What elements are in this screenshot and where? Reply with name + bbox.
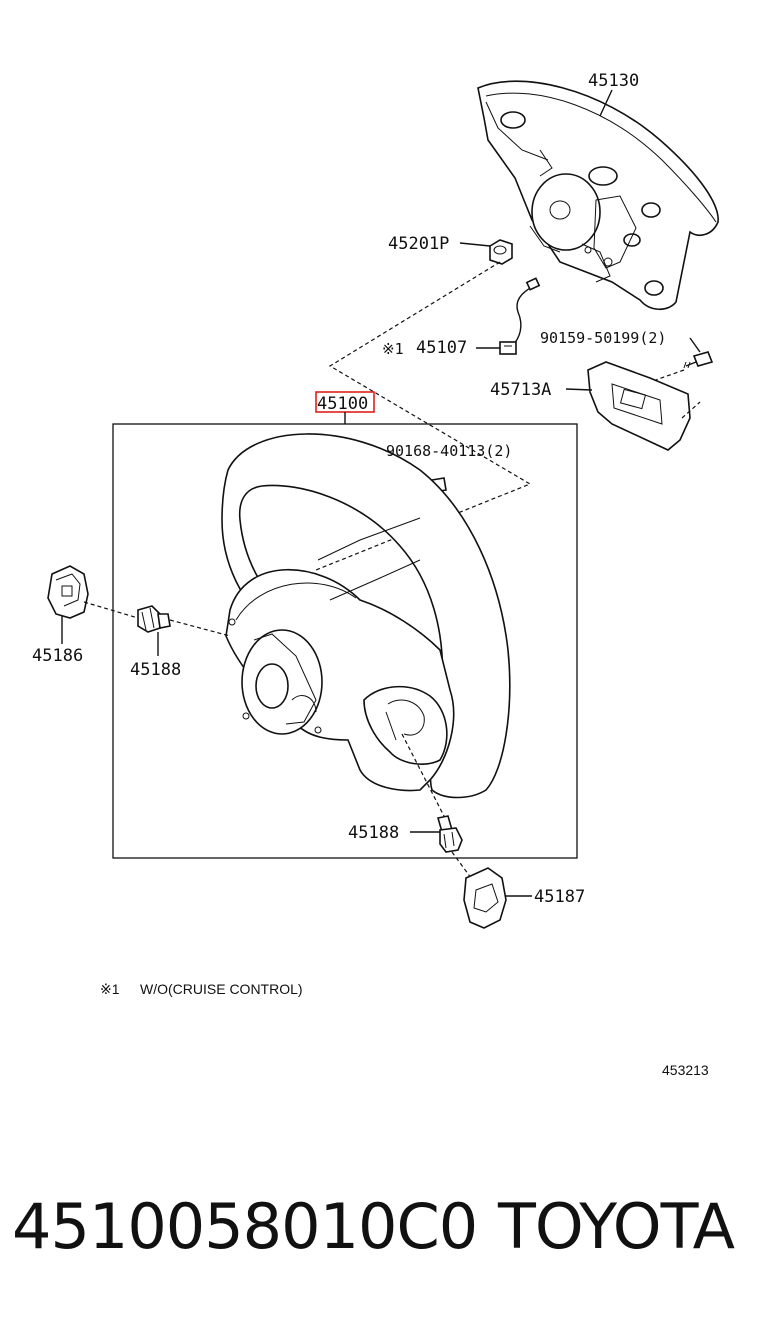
screw-90159-drawing (683, 351, 714, 369)
cover-45713a-drawing (587, 361, 701, 451)
nut-45201p-drawing (489, 239, 513, 265)
label-45187[interactable]: 45187 (534, 887, 585, 907)
leader-45713a (565, 388, 593, 391)
note-mark-45107: ※1 (382, 340, 404, 358)
steering-wheel-group-frame (112, 423, 578, 859)
footer-brand: TOYOTA (498, 1190, 735, 1263)
cover-45187-drawing (463, 867, 507, 929)
label-45188-left[interactable]: 45188 (130, 660, 181, 680)
label-45107[interactable]: 45107 (416, 338, 467, 358)
label-45188-bottom[interactable]: 45188 (348, 823, 399, 843)
label-45713a[interactable]: 45713A (490, 380, 551, 400)
footer-bar: 4510058010C0 TOYOTA (0, 1190, 760, 1290)
label-45186[interactable]: 45186 (32, 646, 83, 666)
wire-harness-45107-drawing (499, 277, 541, 355)
cover-45186-drawing (47, 565, 89, 619)
steering-wheel-drawing (221, 433, 511, 799)
footnote-text: W/O(CRUISE CONTROL) (140, 981, 303, 997)
airbag-assembly-drawing (477, 80, 719, 311)
label-90168[interactable]: 90168-40113(2) (386, 442, 512, 460)
label-45100[interactable]: 45100 (317, 394, 368, 414)
label-45201p[interactable]: 45201P (388, 234, 449, 254)
label-90159[interactable]: 90159-50199(2) (540, 329, 666, 347)
leader-90159 (689, 337, 701, 353)
figure-number: 453213 (662, 1062, 709, 1078)
footer-part-number: 4510058010C0 (12, 1190, 478, 1263)
dashed-lower-plug (401, 733, 447, 821)
label-45130[interactable]: 45130 (588, 71, 639, 91)
dashed-45186 (83, 601, 139, 619)
plug-45188-bottom-drawing (436, 815, 463, 853)
dashed-45188-left (169, 619, 231, 637)
leader-45130 (599, 89, 613, 117)
leader-45201p (459, 242, 491, 247)
footnote-mark: ※1 (100, 981, 120, 997)
plug-45188-left-drawing (137, 605, 171, 633)
